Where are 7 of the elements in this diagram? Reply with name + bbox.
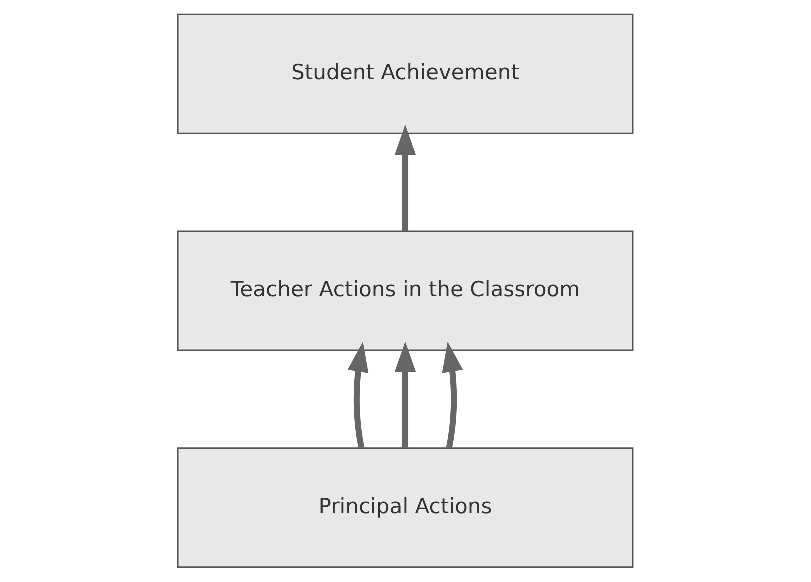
arrow [348, 342, 369, 449]
arrow [394, 342, 416, 448]
node-box: Student Achievement [177, 14, 634, 134]
node-box: Teacher Actions in the Classroom [177, 230, 634, 352]
node-box: Principal Actions [177, 448, 634, 568]
arrow [394, 124, 416, 232]
arrow [442, 342, 464, 449]
